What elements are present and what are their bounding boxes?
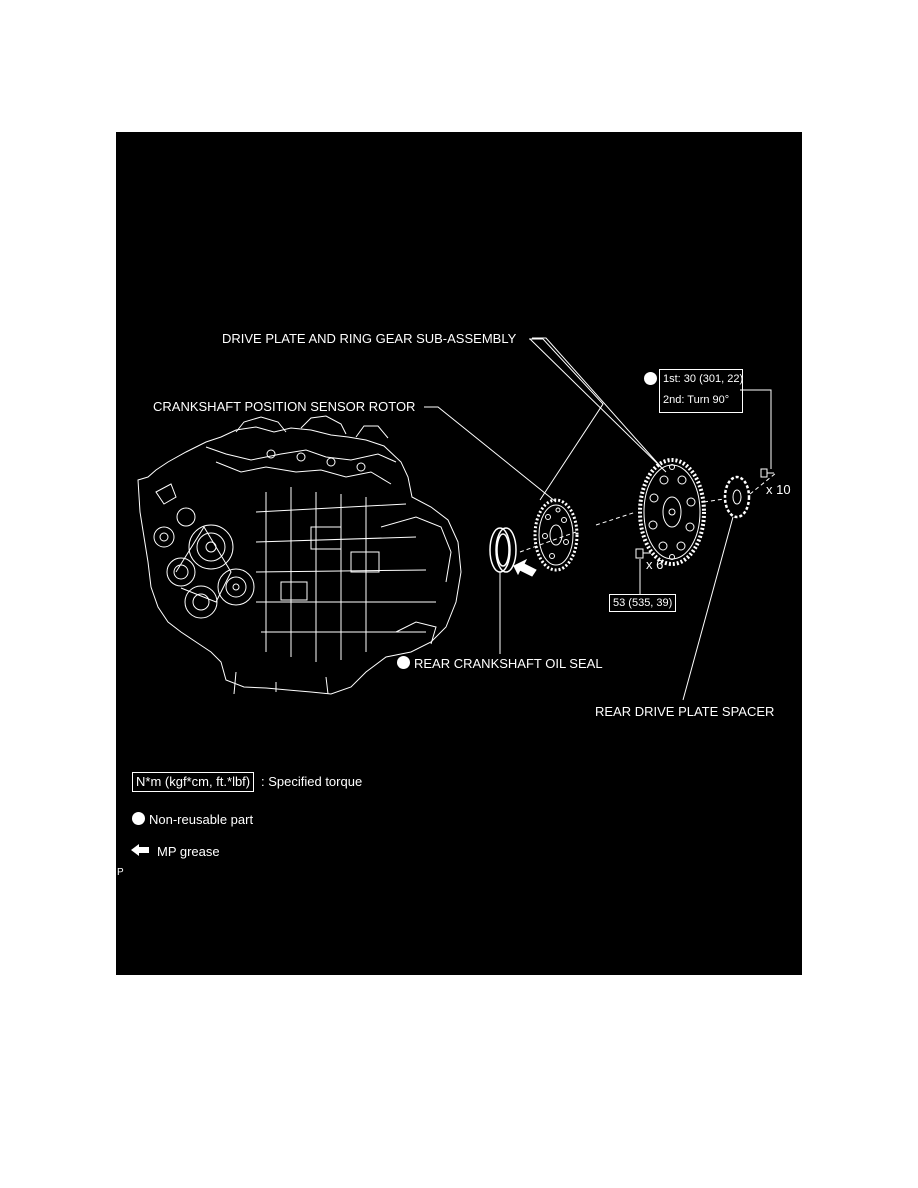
- drive-plate-label: DRIVE PLATE AND RING GEAR SUB-ASSEMBLY: [222, 331, 517, 346]
- rotor-bolt: [635, 548, 651, 559]
- rotor-torque-box: 53 (535, 39): [609, 594, 677, 613]
- legend-torque-units: N*m (kgf*cm, ft.*lbf): [132, 772, 255, 793]
- drive-plate-bolt-qty: x 10: [766, 482, 791, 497]
- non-reusable-bolt-icon: [644, 372, 657, 385]
- oil-seal-label: REAR CRANKSHAFT OIL SEAL: [414, 656, 603, 671]
- drive-plate-ring-gear: [638, 458, 706, 566]
- torque-step2-text: 2nd: Turn 90°: [663, 394, 730, 406]
- rotor-bolt-qty: x 6: [646, 557, 664, 572]
- rear-drive-plate-spacer: [723, 475, 751, 519]
- legend-torque-desc: : Specified torque: [261, 774, 363, 789]
- leader-lines: [424, 337, 772, 701]
- legend-grease-arrow-icon: [131, 844, 149, 856]
- exploded-view-drawing: [137, 337, 777, 701]
- non-reusable-seal-icon: [397, 656, 410, 669]
- assembly-axis: [519, 472, 777, 553]
- engine-illustration: [137, 415, 462, 695]
- drive-plate-bolt: [760, 468, 774, 478]
- mp-grease-arrow-icon: [513, 558, 537, 577]
- drive-plate-torque-box: 1st: 30 (301, 22) 2nd: Turn 90°: [659, 369, 743, 413]
- torque-step1-text: 1st: 30 (301, 22): [663, 373, 744, 385]
- legend-non-reusable-text: Non-reusable part: [149, 812, 254, 827]
- crankshaft-position-sensor-rotor: [533, 498, 579, 572]
- legend-non-reusable-icon: [132, 812, 145, 825]
- rear-crankshaft-oil-seal: [489, 527, 517, 573]
- spacer-label: REAR DRIVE PLATE SPACER: [595, 704, 775, 719]
- sensor-rotor-label: CRANKSHAFT POSITION SENSOR ROTOR: [153, 399, 416, 414]
- footer-mark: P: [117, 867, 124, 878]
- diagram-panel: DRIVE PLATE AND RING GEAR SUB-ASSEMBLY C…: [116, 132, 802, 975]
- legend-grease-text: MP grease: [157, 844, 220, 859]
